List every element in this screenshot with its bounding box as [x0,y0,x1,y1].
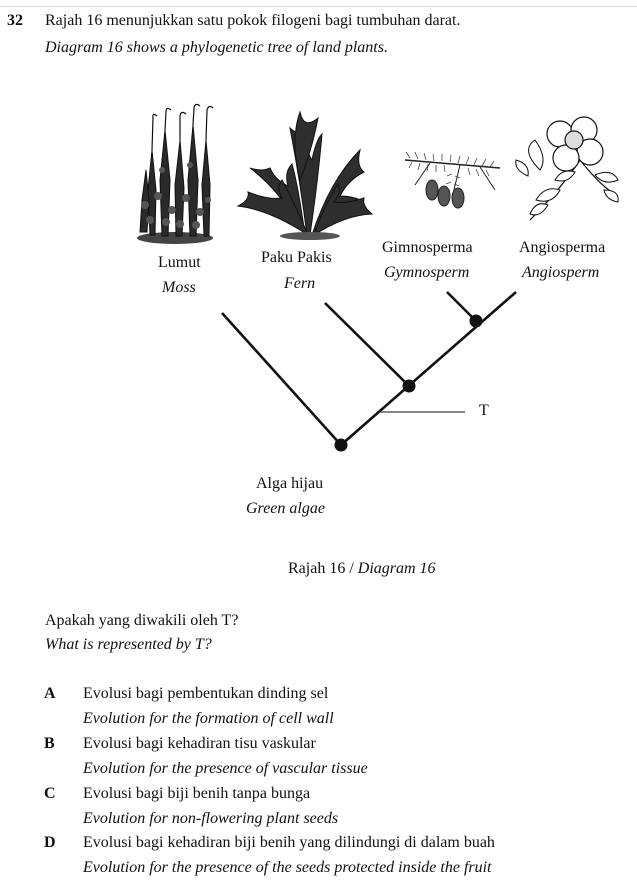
node-vascular [402,379,416,393]
option-c-malay[interactable]: Evolusi bagi biji benih tanpa bunga [83,785,311,802]
branch-gymnosperm [446,291,477,322]
question-stem-malay: Rajah 16 menunjukkan satu pokok filogeni… [45,12,461,29]
label-fern-malay: Paku Pakis [261,249,332,266]
flower-illustration [515,116,619,221]
diagram-caption: Rajah 16 / Diagram 16 [288,560,436,578]
conifer-illustration [404,151,501,209]
label-fern-english: Fern [284,275,316,292]
option-b-letter[interactable]: B [44,735,55,752]
option-a-letter[interactable]: A [44,685,56,702]
branch-moss [221,312,342,446]
option-d-letter[interactable]: D [44,834,56,851]
option-c-english[interactable]: Evolution for non-flowering plant seeds [83,810,339,827]
node-seed [469,314,483,328]
label-root-malay: Alga hijau [256,475,324,492]
label-moss-malay: Lumut [158,254,201,271]
label-moss-english: Moss [162,279,196,296]
question-stem-english: Diagram 16 shows a phylogenetic tree of … [45,39,388,56]
question-number: 32 [7,12,23,29]
option-a-malay[interactable]: Evolusi bagi pembentukan dinding sel [83,685,329,702]
diagram-caption-english: Diagram 16 [357,560,436,577]
option-b-malay[interactable]: Evolusi bagi kehadiran tisu vaskular [83,735,316,752]
prompt-malay: Apakah yang diwakili oleh T? [45,612,239,629]
fern-illustration [236,110,374,240]
label-gymnosperm-malay: Gimnosperma [382,239,473,256]
option-a-english[interactable]: Evolution for the formation of cell wall [83,710,334,727]
option-c-letter[interactable]: C [44,785,56,802]
label-angiosperm-english: Angiosperm [522,264,600,281]
label-gymnosperm-english: Gymnosperm [384,264,470,281]
prompt-english: What is represented by T? [45,636,212,653]
moss-illustration [137,103,214,244]
node-root [334,438,348,452]
branch-trunk [340,291,517,446]
option-d-english[interactable]: Evolution for the presence of the seeds … [83,859,492,876]
label-root-english: Green algae [246,500,325,517]
label-angiosperm-malay: Angiosperma [519,239,606,256]
option-b-english[interactable]: Evolution for the presence of vascular t… [83,760,368,777]
top-rule [0,6,637,7]
diagram-caption-malay: Rajah 16 / [288,560,358,577]
phylogenetic-tree-diagram [137,103,619,452]
option-d-malay[interactable]: Evolusi bagi kehadiran biji benih yang d… [83,834,495,851]
marker-t-label: T [479,402,489,419]
branch-fern [324,302,410,387]
